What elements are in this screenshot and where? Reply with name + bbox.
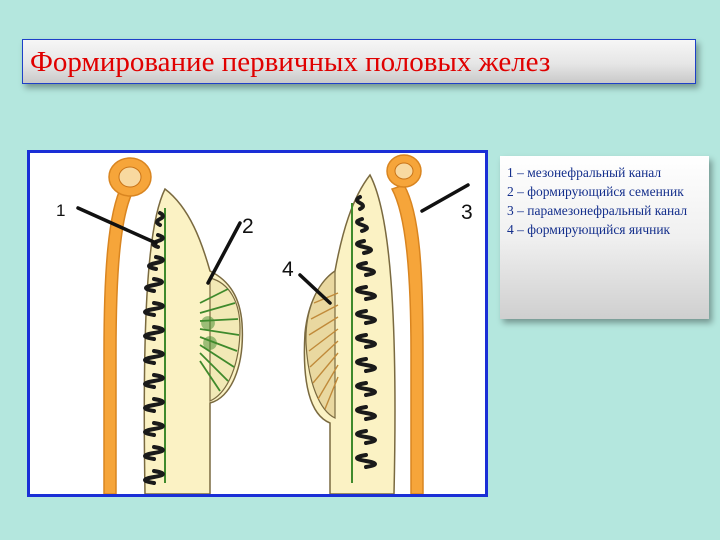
legend-item-number: 3 – bbox=[507, 203, 524, 218]
callout-2: 2 bbox=[242, 215, 254, 238]
right-paramesonephric-duct bbox=[386, 154, 424, 494]
leader-lines bbox=[76, 183, 470, 305]
legend-item-number: 2 – bbox=[507, 184, 524, 199]
legend-box: 1 – мезонефральный канал 2 – формирующий… bbox=[500, 156, 709, 319]
gonad-diagram-figure: 1 2 3 4 bbox=[27, 150, 488, 497]
callout-4: 4 bbox=[282, 258, 294, 281]
right-tubules bbox=[355, 195, 377, 469]
left-paramesonephric-duct bbox=[103, 157, 152, 494]
gonad-diagram: 1 2 3 4 bbox=[56, 154, 473, 494]
legend-item-2: 2 – формирующийся семенник bbox=[507, 182, 703, 201]
legend-item-4: 4 – формирующийся яичник bbox=[507, 220, 703, 239]
legend-item-3: 3 – парамезонефральный канал bbox=[507, 201, 703, 220]
legend-item-text: парамезонефральный канал bbox=[527, 203, 688, 218]
legend-item-number: 4 – bbox=[507, 222, 524, 237]
left-tubules bbox=[143, 211, 165, 485]
title-banner: Формирование первичных половых желез bbox=[22, 39, 696, 84]
legend-item-1: 1 – мезонефральный канал bbox=[507, 163, 703, 182]
legend-item-text: формирующийся яичник bbox=[527, 222, 671, 237]
left-testis-cords bbox=[199, 288, 240, 392]
legend-item-text: мезонефральный канал bbox=[527, 165, 662, 180]
legend-item-number: 1 – bbox=[507, 165, 524, 180]
right-mesonephros bbox=[303, 173, 396, 494]
slide-title: Формирование первичных половых желез bbox=[30, 46, 551, 78]
callout-1: 1 bbox=[56, 201, 65, 220]
callout-3: 3 bbox=[461, 201, 473, 224]
legend-item-text: формирующийся семенник bbox=[527, 184, 684, 199]
